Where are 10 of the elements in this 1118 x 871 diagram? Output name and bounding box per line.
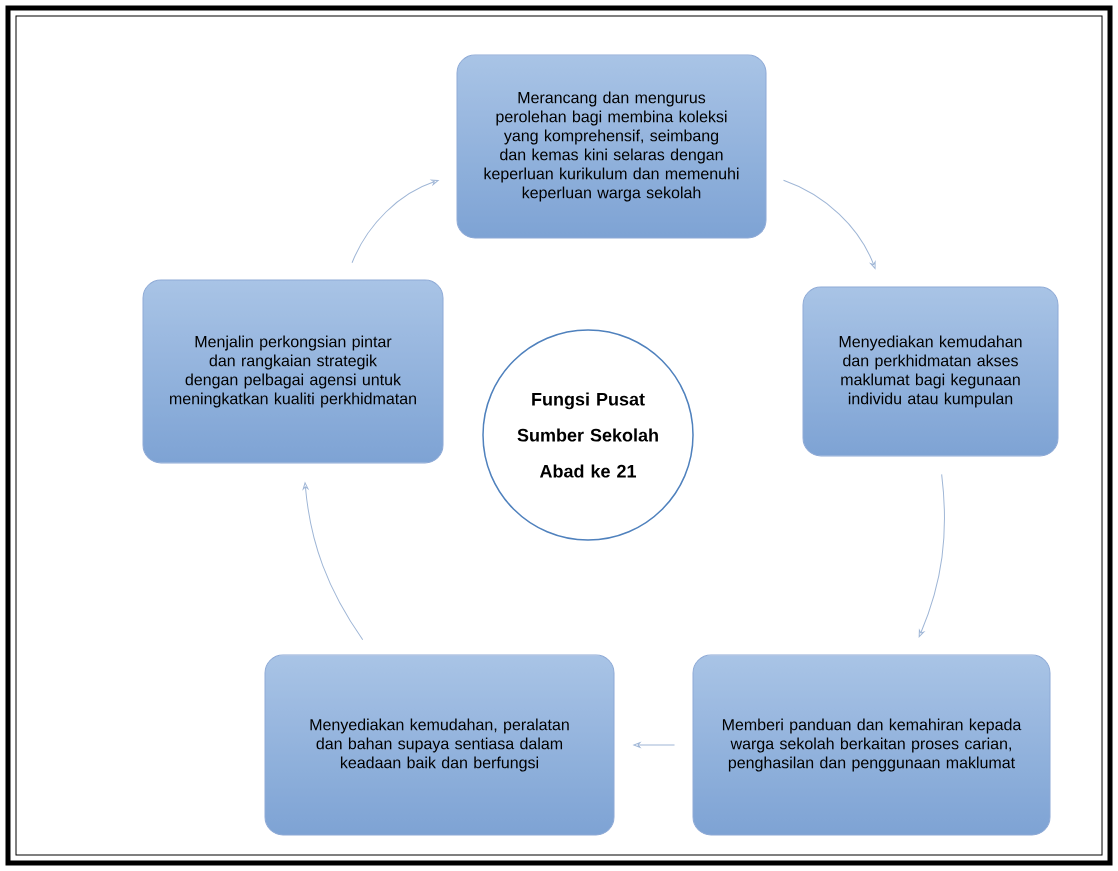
arrow [918,473,945,638]
process-box: Menyediakan kemudahan, peralatan dan bahan supaya sentiasa dalam keadaan baik dan berfungsi [264,654,615,836]
arrow [633,742,675,748]
process-box: Menjalin perkongsian pintar dan rangkaian strategik dengan pelbagai agensi untuk meningkatkan kualiti perkhidmatan [142,279,444,464]
arrow [351,179,439,264]
process-box: Memberi panduan dan kemahiran kepada warga sekolah berkaitan proses carian, penghasilan dan penggunaan maklumat [692,654,1051,836]
arrow [302,482,364,641]
process-box: Merancang dan mengurus perolehan bagi membina koleksi yang komprehensif, seimbang dan kemas kini selaras dengan keperluan kurikulum dan memenuhi keperluan warga sekolah [456,54,767,239]
arrow [783,179,876,269]
process-box: Menyediakan kemudahan dan perkhidmatan akses maklumat bagi kegunaan individu atau kumpulan [802,286,1059,457]
